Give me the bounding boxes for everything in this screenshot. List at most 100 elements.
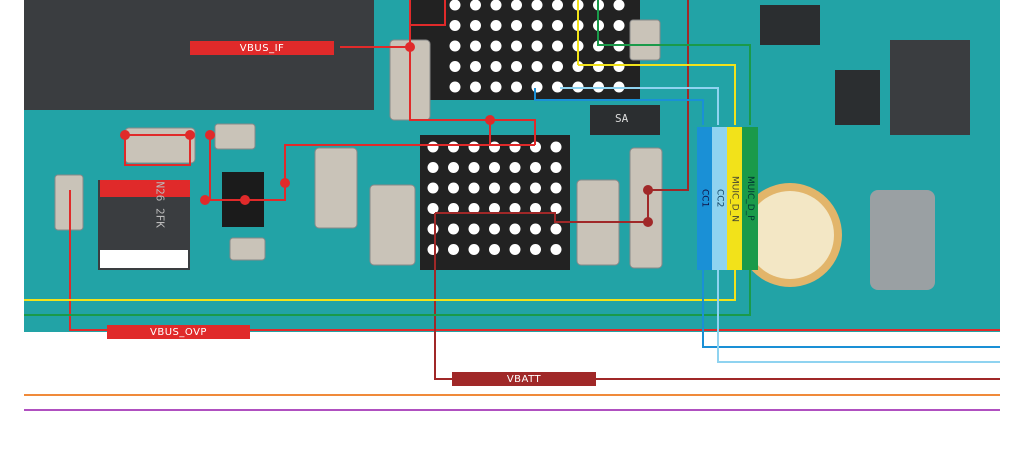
- solder-ball: [511, 61, 522, 72]
- solder-ball: [427, 141, 439, 153]
- solder-ball: [509, 141, 521, 153]
- trace-ovp-loop: [124, 134, 191, 166]
- label-muic-d-n: MUIC_D_N: [729, 175, 740, 222]
- solder-ball: [427, 203, 439, 214]
- solder-ball: [531, 20, 543, 31]
- solder-ball: [552, 61, 563, 72]
- trace-muic-d-p: [24, 270, 751, 316]
- strip-muic-d-n: [727, 127, 742, 270]
- solder-ball: [530, 223, 541, 235]
- label-cc2: CC2: [714, 189, 725, 208]
- solder-ball: [449, 40, 461, 52]
- solder-ball: [489, 203, 500, 214]
- solder-ball: [613, 20, 625, 31]
- trace-vbus-if-2: [409, 47, 536, 145]
- label-vbus-if: VBUS_IF: [190, 41, 334, 55]
- label-vbatt: VBATT: [452, 372, 596, 386]
- cap-marking: SA: [615, 112, 629, 125]
- solder-ball: [489, 182, 500, 194]
- solder-ball: [449, 81, 461, 93]
- solder-ball: [511, 40, 522, 52]
- trace-vbatt: [434, 213, 1000, 380]
- solder-ball: [613, 61, 625, 72]
- solder-ball: [531, 61, 543, 72]
- solder-ball: [511, 20, 522, 31]
- solder-ball: [449, 61, 461, 72]
- main-ic: [24, 0, 374, 110]
- solder-ball: [552, 0, 563, 11]
- ovp-ic-highlight: [100, 180, 190, 197]
- ovp-ic-marking: N26 2FK: [153, 181, 167, 228]
- solder-ball: [427, 244, 439, 255]
- solder-ball: [448, 182, 459, 194]
- solder-ball: [427, 223, 439, 235]
- solder-ball: [470, 0, 481, 11]
- strip-muic-d-p: [742, 127, 758, 270]
- solder-ball: [470, 40, 481, 52]
- solder-ball: [489, 162, 500, 173]
- solder-ball: [531, 81, 543, 93]
- trace-muic-d-n: [24, 270, 736, 301]
- solder-ball: [427, 182, 439, 194]
- solder-ball: [550, 162, 562, 173]
- mounting-pad: [746, 191, 834, 279]
- strip-cc2: [712, 127, 727, 270]
- trace-ovp-out: [209, 135, 535, 201]
- label-cc1: CC1: [699, 189, 710, 208]
- solder-ball: [489, 223, 500, 235]
- solder-ball: [470, 61, 481, 72]
- solder-ball: [448, 203, 459, 214]
- trace-cc2: [717, 270, 1000, 363]
- ic-small-1: [760, 5, 820, 45]
- solder-ball: [448, 244, 459, 255]
- solder-ball: [468, 162, 480, 173]
- solder-ball: [552, 40, 563, 52]
- label-vbus-ovp: VBUS_OVP: [107, 325, 250, 339]
- solder-ball: [531, 40, 543, 52]
- solder-ball: [552, 20, 563, 31]
- solder-ball: [552, 81, 563, 93]
- solder-ball: [511, 0, 522, 11]
- solder-ball: [511, 81, 522, 93]
- solder-ball: [509, 203, 521, 214]
- solder-ball: [509, 182, 521, 194]
- label-muic-d-p: MUIC_D_P: [745, 176, 755, 221]
- solder-ball: [427, 162, 439, 173]
- ic-right: [890, 40, 970, 135]
- solder-ball: [448, 141, 459, 153]
- solder-ball: [509, 223, 521, 235]
- solder-ball: [530, 182, 541, 194]
- solder-ball: [449, 20, 461, 31]
- solder-ball: [468, 182, 480, 194]
- trace-cc1: [702, 270, 1000, 348]
- connector-spring: [870, 190, 935, 290]
- cap-sa: [590, 105, 660, 135]
- solder-ball: [550, 203, 562, 214]
- solder-ball: [468, 223, 480, 235]
- solder-ball: [470, 81, 481, 93]
- solder-ball: [449, 0, 461, 11]
- solder-ball: [530, 203, 541, 214]
- solder-ball: [490, 81, 502, 93]
- vbus-nodes: [120, 42, 495, 205]
- solder-ball: [530, 162, 541, 173]
- ic-small-2: [835, 70, 880, 125]
- solder-ball: [448, 162, 459, 173]
- solder-ball: [490, 20, 502, 31]
- solder-ball: [448, 223, 459, 235]
- solder-ball: [490, 61, 502, 72]
- solder-ball: [550, 223, 562, 235]
- solder-ball: [531, 0, 543, 11]
- solder-ball: [489, 244, 500, 255]
- passives: [54, 19, 663, 269]
- solder-ball: [509, 244, 521, 255]
- solder-ball: [550, 141, 562, 153]
- solder-ball: [550, 182, 562, 194]
- solder-ball: [530, 244, 541, 255]
- trace-vbus-ovp: [69, 190, 1000, 331]
- solder-ball: [550, 244, 562, 255]
- solder-ball: [468, 203, 480, 214]
- ovp-ic-marker: [100, 250, 188, 268]
